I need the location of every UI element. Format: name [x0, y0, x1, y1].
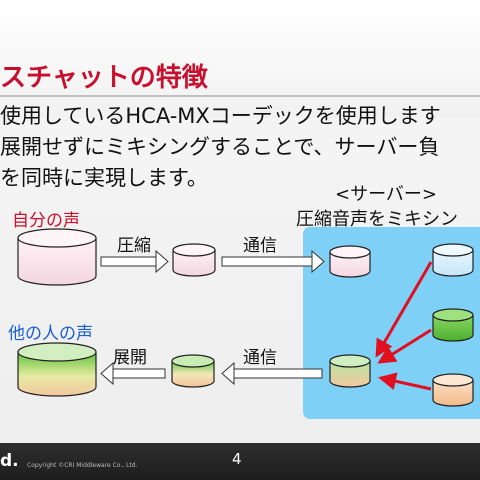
server-own-voice-cylinder	[329, 245, 371, 278]
compress-arrow	[100, 249, 169, 274]
mix-arrow-orange	[378, 372, 432, 391]
server-source-green-cylinder	[432, 308, 474, 342]
presentation-slide: スチャットの特徴 使用しているHCA-MXコーデックを使用します 展開せずにミキ…	[0, 0, 480, 443]
mix-arrow-green	[377, 328, 432, 364]
mix-arrow-blue	[375, 261, 433, 358]
comm-label-bottom: 通信	[243, 348, 277, 368]
body-line-3: を同時に実現します。	[0, 166, 208, 190]
server-source-orange-cylinder	[432, 373, 474, 407]
own-voice-cylinder	[17, 228, 97, 286]
server-source-blue-cylinder	[432, 243, 474, 277]
own-voice-label: 自分の声	[12, 211, 80, 231]
footer-copyright: Copyright ©CRI Middleware Co., Ltd.	[27, 462, 138, 469]
compressed-other-voice-cylinder	[171, 354, 215, 388]
body-line-1: 使用しているHCA-MXコーデックを使用します	[0, 104, 441, 128]
title-divider	[0, 95, 480, 97]
page-number: 4	[232, 450, 242, 468]
footer-bar	[0, 443, 480, 480]
comm-arrow-bottom	[221, 361, 323, 386]
other-voice-cylinder	[17, 342, 97, 397]
diagram-graphics	[17, 228, 474, 407]
comm-arrow-top	[221, 249, 325, 274]
compressed-own-voice-cylinder	[172, 243, 216, 277]
footer-brand: d.	[0, 451, 19, 471]
comm-label-top: 通信	[243, 236, 277, 256]
other-voice-label: 他の人の声	[8, 324, 93, 344]
server-mixed-output-cylinder	[329, 354, 371, 388]
server-title: <サーバー>	[335, 184, 437, 205]
title-band	[0, 0, 480, 118]
body-line-2: 展開せずにミキシングすることで、サーバー負	[0, 135, 440, 159]
compress-label: 圧縮	[117, 236, 151, 256]
expand-arrow	[100, 361, 166, 386]
slide-title: スチャットの特徴	[0, 63, 208, 93]
server-subtitle: 圧縮音声をミキシン	[296, 209, 458, 230]
expand-label: 展開	[113, 348, 147, 368]
